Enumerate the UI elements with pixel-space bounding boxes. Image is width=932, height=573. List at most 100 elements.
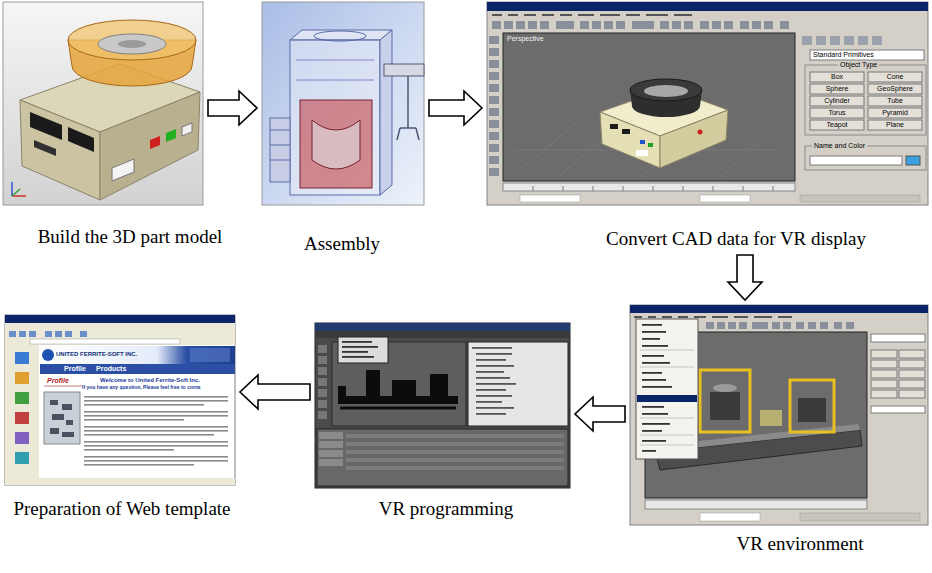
vr-environment-window (642, 423, 670, 425)
vr-environment-window (706, 322, 854, 329)
company-banner: UNITED FERRITE-SOFT INC. (56, 351, 137, 358)
modeling-software-window (489, 72, 499, 80)
modeling-software-window (540, 21, 549, 29)
modeling-software-window (868, 108, 922, 118)
modeling-software-window (489, 156, 499, 164)
web-browser-window (84, 456, 228, 458)
screenshot-step: VR environment (630, 305, 928, 525)
part-model-render (20, 100, 100, 200)
vr-programming-window (318, 411, 327, 419)
screenshot-step: VR programming (315, 323, 570, 488)
web-browser-window (15, 392, 29, 404)
web-browser-window (62, 404, 72, 410)
vr-programming-window (346, 450, 564, 454)
vr-environment-window (739, 322, 747, 329)
vr-programming-window (338, 370, 458, 404)
vr-environment-window (630, 305, 928, 525)
assembly-render (262, 2, 424, 205)
web-browser-window (5, 345, 39, 478)
vr-programming-window (317, 429, 568, 486)
vr-environment-window (871, 350, 897, 358)
modeling-software-window (800, 195, 920, 202)
modeling-software-window (712, 21, 721, 29)
vr-environment-window (642, 362, 670, 364)
modeling-software-window (868, 120, 922, 130)
web-browser-window (84, 426, 228, 428)
flow-arrow (575, 397, 625, 431)
nav-link: Products (96, 365, 126, 373)
modeling-software-window (504, 21, 513, 29)
modeling-software-window (503, 33, 795, 181)
assembly-render (270, 118, 290, 182)
modeling-software-window (868, 96, 922, 106)
modeling-software-window (906, 156, 920, 165)
vr-programming-window (342, 341, 378, 358)
web-browser-window (66, 420, 73, 425)
modeling-software-window (489, 48, 499, 56)
web-browser-window (84, 400, 228, 402)
vr-environment-window (642, 406, 664, 408)
vr-environment-window (642, 379, 666, 381)
web-browser-window (5, 338, 235, 345)
web-browser-window (84, 445, 228, 447)
step-caption: Build the 3D part model (38, 226, 223, 248)
vr-programming-window (346, 434, 564, 438)
assembly-render (384, 64, 424, 76)
web-browser-window (84, 430, 228, 432)
modeling-software-window (489, 36, 499, 44)
modeling-software-window (810, 50, 924, 60)
modeling-software-window (556, 21, 574, 29)
vr-environment-window (631, 511, 927, 524)
part-model-render (182, 123, 192, 136)
web-browser-window (15, 432, 29, 444)
vr-environment-window (899, 350, 925, 358)
vr-programming-window (342, 346, 378, 348)
vr-programming-window (476, 371, 504, 373)
vr-programming-window (318, 389, 327, 397)
web-browser-window (45, 331, 52, 337)
modeling-software-window (844, 36, 854, 45)
modeling-software-window (489, 108, 499, 116)
modeling-software-window (872, 36, 882, 45)
vr-programming-window (476, 359, 506, 361)
web-browser-window (80, 331, 87, 337)
vr-environment-window (700, 370, 750, 432)
modeling-software-window (684, 21, 693, 29)
modeling-software-window (592, 21, 601, 29)
vr-programming-window (315, 323, 570, 331)
web-browser-window (15, 352, 29, 364)
web-browser-window (5, 478, 235, 485)
vr-programming-window (318, 400, 327, 408)
vr-environment-window (871, 380, 897, 388)
vr-programming-window (346, 442, 564, 446)
web-browser-window (55, 331, 62, 337)
web-browser-window (84, 415, 228, 417)
part-model-render (30, 112, 62, 140)
web-browser-window (40, 346, 235, 364)
modeling-software-window (489, 60, 499, 68)
vr-environment-window (642, 331, 666, 333)
modeling-software-window (810, 72, 922, 130)
modeling-software-window (816, 36, 826, 45)
part-model-render (150, 136, 160, 149)
web-browser-window (190, 348, 230, 362)
modeling-software-window (487, 2, 928, 205)
primitive-button-label: Box (810, 73, 864, 81)
vr-environment-window (871, 370, 897, 378)
vr-programming-window (319, 441, 343, 448)
modeling-software-window (492, 21, 501, 29)
assembly-render (262, 2, 424, 205)
vr-environment-window (772, 322, 780, 329)
step-caption: VR programming (379, 498, 514, 520)
vr-programming-window (318, 345, 327, 353)
vr-programming-window (476, 413, 506, 415)
modeling-software-window (698, 130, 703, 135)
assembly-render (300, 100, 372, 188)
modeling-software-window (858, 36, 868, 45)
modeling-software-window (489, 120, 499, 128)
vr-programming-window (318, 356, 327, 364)
vr-environment-window (640, 350, 694, 445)
part-model-render (98, 34, 166, 54)
vr-environment-window (846, 322, 854, 329)
